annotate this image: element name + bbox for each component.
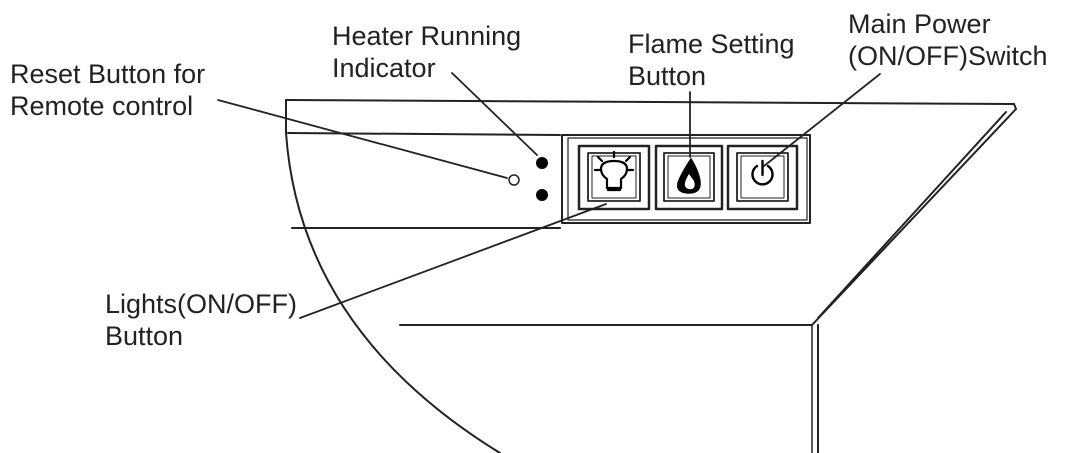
power-callout-line-1: Main Power bbox=[848, 9, 991, 39]
control-strip-inner bbox=[567, 137, 808, 221]
flame-callout-line-1: Flame Setting bbox=[628, 29, 795, 59]
reset-callout-line-1: Reset Button for bbox=[10, 59, 206, 89]
leader-line-power bbox=[763, 73, 881, 167]
reset-button-callout: Reset Button for Remote control bbox=[10, 58, 205, 122]
heater-indicator-callout: Heater Running Indicator bbox=[332, 20, 521, 84]
leader-line-heater bbox=[451, 72, 538, 156]
power-callout-line-2: (ON/OFF)Switch bbox=[848, 41, 1048, 71]
main-power-switch[interactable] bbox=[726, 144, 799, 211]
flame-icon bbox=[676, 157, 701, 194]
power-icon bbox=[751, 159, 774, 186]
control-strip-outer bbox=[561, 134, 811, 224]
flame-setting-callout: Flame Setting Button bbox=[628, 28, 795, 92]
heater-front-curve bbox=[285, 132, 501, 453]
flame-setting-button[interactable] bbox=[654, 144, 724, 211]
heater-callout-line-1: Heater Running bbox=[332, 21, 522, 51]
flame-callout-line-2: Button bbox=[628, 61, 707, 91]
heater-running-indicator-2 bbox=[536, 189, 548, 201]
lights-callout-line-2: Button bbox=[105, 321, 184, 351]
heater-panel-top-line bbox=[287, 132, 561, 136]
leader-line-reset bbox=[217, 99, 508, 179]
main-power-callout: Main Power (ON/OFF)Switch bbox=[848, 8, 1048, 72]
lights-callout-line-1: Lights(ON/OFF) bbox=[105, 289, 298, 319]
heater-top-edge bbox=[285, 99, 1015, 105]
heater-running-indicator-1 bbox=[536, 157, 548, 169]
trim-outer-diagonal bbox=[811, 108, 1017, 326]
reset-button[interactable] bbox=[508, 174, 520, 186]
reset-callout-line-2: Remote control bbox=[10, 91, 194, 121]
trim-inner-diagonal bbox=[817, 111, 1007, 319]
lights-button-callout: Lights(ON/OFF) Button bbox=[105, 288, 297, 352]
light-bulb-icon bbox=[593, 150, 635, 192]
heater-callout-line-2: Indicator bbox=[332, 53, 436, 83]
leader-line-lights bbox=[299, 203, 607, 319]
